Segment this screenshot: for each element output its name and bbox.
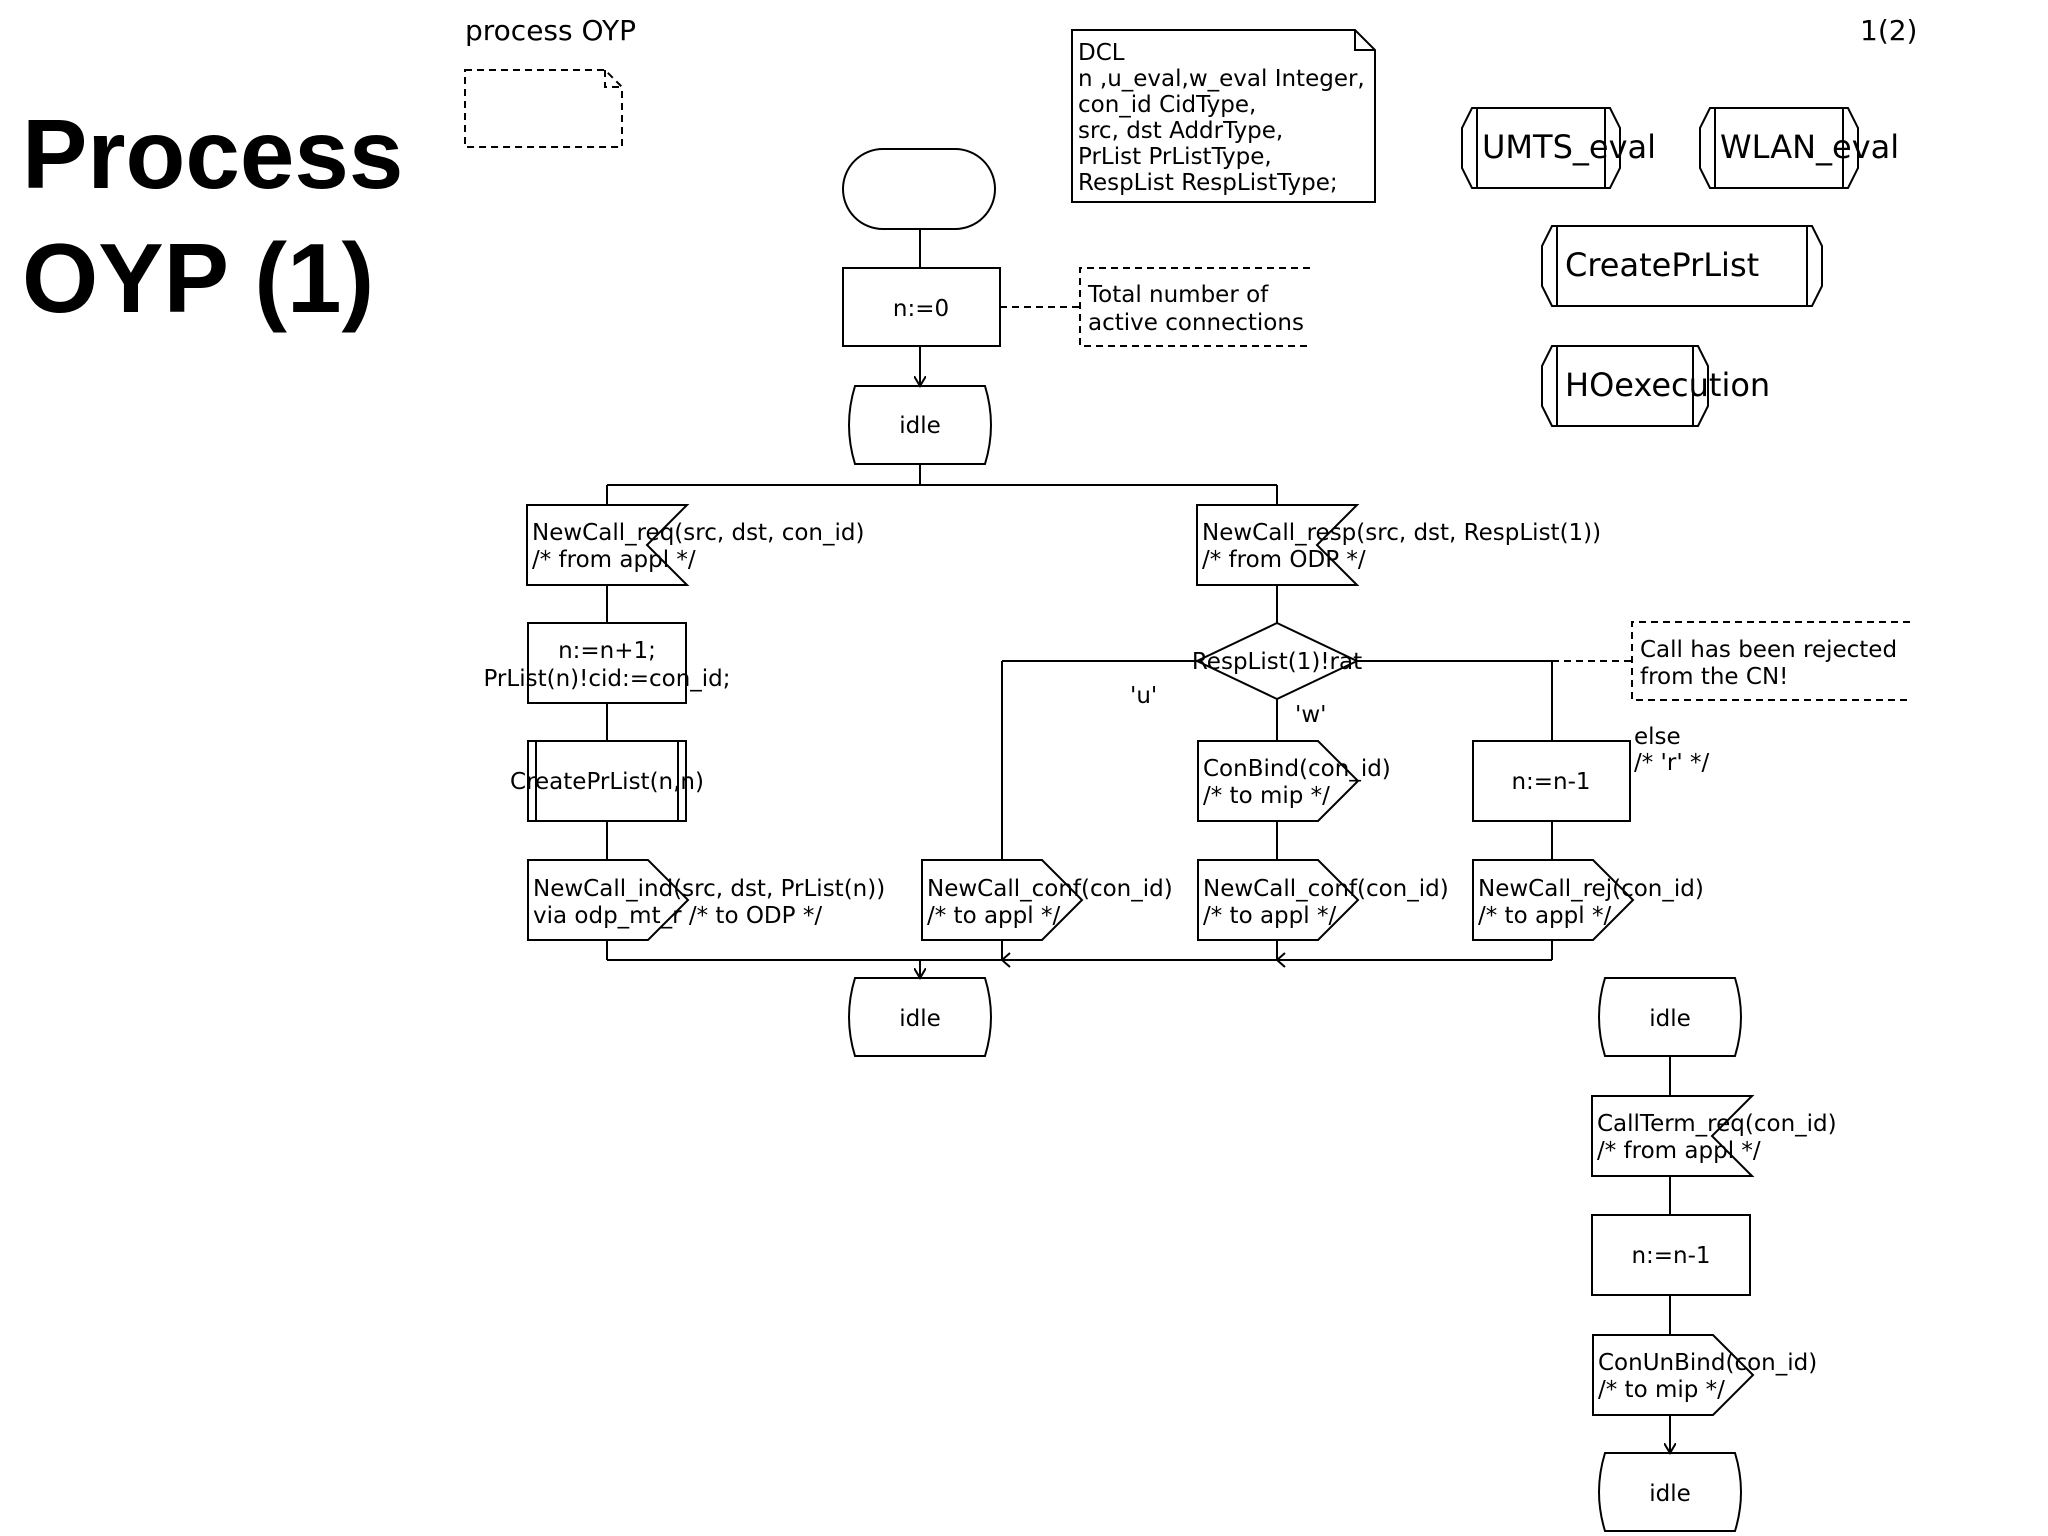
slide-title: Process OYP (1) bbox=[22, 92, 442, 340]
procedure-ref-label: HOexecution bbox=[1565, 366, 1770, 404]
declaration-block: DCL n ,u_eval,w_eval Integer, con_id Cid… bbox=[1071, 29, 1376, 203]
comment-rejected-line-1: Call has been rejected bbox=[1640, 637, 1897, 663]
output-conf-u-line-1: NewCall_conf(con_id) bbox=[927, 876, 1173, 902]
slide-title-line-2: OYP (1) bbox=[22, 223, 375, 333]
branch-label-else-line-1: else bbox=[1634, 724, 1681, 750]
input-newcall-req bbox=[526, 504, 690, 586]
call-createprlist-label: CreatePrList(n,n) bbox=[510, 769, 704, 795]
merge-arrow-w bbox=[1275, 952, 1286, 968]
input-newcall-resp bbox=[1196, 504, 1360, 586]
text-extension-symbol bbox=[464, 69, 623, 148]
branch-label-u: 'u' bbox=[1130, 683, 1157, 709]
output-newcall-ind-line-1: NewCall_ind(src, dst, PrList(n)) bbox=[533, 876, 885, 902]
dcl-line-5: PrList PrListType, bbox=[1078, 144, 1272, 170]
start-symbol bbox=[842, 148, 996, 230]
process-heading: process OYP bbox=[465, 14, 636, 47]
comment-total-line-2: active connections bbox=[1088, 310, 1304, 336]
output-conbind-line-2: /* to mip */ bbox=[1203, 783, 1330, 809]
state-idle-label: idle bbox=[1649, 1481, 1691, 1507]
state-idle-top bbox=[848, 385, 992, 465]
output-conunbind-line-2: /* to mip */ bbox=[1598, 1377, 1725, 1403]
procedure-ref-createprlist: CreatePrList bbox=[1541, 225, 1823, 307]
output-conbind-line-1: ConBind(con_id) bbox=[1203, 756, 1391, 782]
output-newcall-ind-line-2: via odp_mt_r /* to ODP */ bbox=[533, 903, 822, 929]
input-newcall-resp-line-2: /* from ODP */ bbox=[1202, 547, 1366, 573]
output-conunbind bbox=[1592, 1334, 1755, 1416]
output-conf-w-line-2: /* to appl */ bbox=[1203, 903, 1336, 929]
output-newcall-ind bbox=[527, 859, 690, 941]
input-newcall-req-line-2: /* from appl */ bbox=[532, 547, 696, 573]
procedure-ref-label: CreatePrList bbox=[1565, 246, 1759, 284]
input-callterm-line-2: /* from appl */ bbox=[1597, 1138, 1761, 1164]
slide-title-line-1: Process bbox=[22, 99, 404, 209]
output-conf-w-line-1: NewCall_conf(con_id) bbox=[1203, 876, 1449, 902]
dcl-line-3: con_id CidType, bbox=[1078, 92, 1256, 118]
procedure-ref-label: WLAN_eval bbox=[1720, 128, 1899, 166]
page-number: 1(2) bbox=[1860, 14, 1917, 47]
task-init-label: n:=0 bbox=[893, 296, 949, 322]
state-idle-label: idle bbox=[899, 1006, 941, 1032]
task-increment-line-1: n:=n+1; bbox=[558, 638, 656, 664]
state-idle-middle bbox=[848, 977, 992, 1057]
output-newcall-conf-w bbox=[1197, 859, 1360, 941]
branch-label-else-line-2: /* 'r' */ bbox=[1634, 750, 1709, 776]
output-conunbind-line-1: ConUnBind(con_id) bbox=[1598, 1350, 1817, 1376]
output-conf-u-line-2: /* to appl */ bbox=[927, 903, 1060, 929]
comment-total-connections bbox=[1079, 267, 1310, 347]
merge-arrow-u bbox=[1000, 952, 1011, 968]
decision-label: RespList(1)!rat bbox=[1192, 649, 1362, 675]
comment-call-rejected bbox=[1631, 621, 1910, 701]
procedure-ref-umts-eval: UMTS_eval bbox=[1461, 107, 1656, 189]
task-decrement-label: n:=n-1 bbox=[1511, 769, 1590, 795]
input-callterm-req bbox=[1591, 1095, 1755, 1177]
input-newcall-req-line-1: NewCall_req(src, dst, con_id) bbox=[532, 520, 864, 546]
output-rej-line-1: NewCall_rej(con_id) bbox=[1478, 876, 1704, 902]
dcl-line-2: n ,u_eval,w_eval Integer, bbox=[1078, 66, 1365, 92]
input-newcall-resp-line-1: NewCall_resp(src, dst, RespList(1)) bbox=[1202, 520, 1601, 546]
comment-rejected-line-2: from the CN! bbox=[1640, 664, 1788, 690]
procedure-ref-hoexecution: HOexecution bbox=[1541, 345, 1770, 427]
comment-total-line-1: Total number of bbox=[1087, 282, 1269, 308]
output-rej-line-2: /* to appl */ bbox=[1478, 903, 1611, 929]
task-decrement-term-label: n:=n-1 bbox=[1631, 1243, 1710, 1269]
task-increment-line-2: PrList(n)!cid:=con_id; bbox=[483, 666, 730, 692]
state-idle-right bbox=[1598, 977, 1742, 1057]
state-idle-label: idle bbox=[899, 413, 941, 439]
procedure-ref-wlan-eval: WLAN_eval bbox=[1699, 107, 1899, 189]
dcl-line-6: RespList RespListType; bbox=[1078, 170, 1338, 196]
output-newcall-conf-u bbox=[921, 859, 1084, 941]
procedure-ref-label: UMTS_eval bbox=[1482, 128, 1656, 166]
dcl-line-4: src, dst AddrType, bbox=[1078, 118, 1283, 144]
state-idle-label: idle bbox=[1649, 1006, 1691, 1032]
output-conbind bbox=[1197, 740, 1360, 822]
state-idle-bottom bbox=[1598, 1452, 1742, 1532]
input-callterm-line-1: CallTerm_req(con_id) bbox=[1597, 1111, 1837, 1137]
output-newcall-rej bbox=[1472, 859, 1635, 941]
branch-label-w: 'w' bbox=[1295, 702, 1326, 728]
dcl-line-1: DCL bbox=[1078, 40, 1125, 66]
